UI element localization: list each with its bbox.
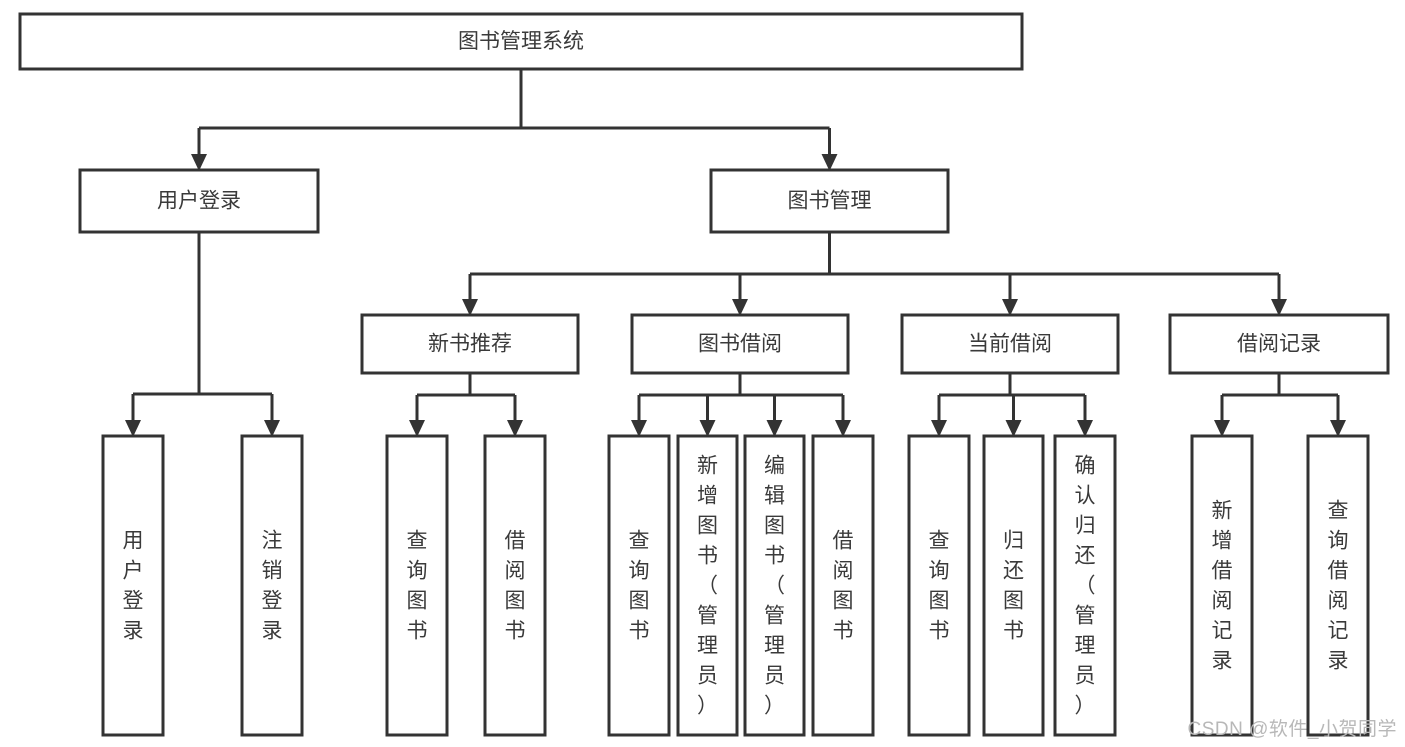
node-leaf-return-book-box [982,434,1045,737]
node-leaf-query-book-current-box [907,434,971,737]
edge-group-book-borrow [631,373,851,437]
arrow-head-icon [1077,420,1093,437]
node-leaf-edit-book-admin-box [743,434,806,737]
node-leaf-borrow-book-box [811,434,875,737]
arrow-head-icon [732,299,748,316]
node-leaf-add-borrow-record-box [1190,434,1254,737]
node-leaf-query-book-recommend-box [385,434,449,737]
node-leaf-edit-book-admin[interactable]: 编辑图书（管理员） [743,434,806,737]
arrow-head-icon [1271,299,1287,316]
arrow-head-icon [631,420,647,437]
node-leaf-query-book-recommend-label: 查询图书 [407,530,428,643]
node-leaf-confirm-return-admin[interactable]: 确认归还（管理员） [1053,434,1117,737]
node-leaf-add-book-admin-box [676,434,739,737]
node-leaf-edit-book-admin-label: 编辑图书（管理员） [764,455,785,718]
node-book-management-label: 图书管理 [788,190,872,213]
arrow-head-icon [821,154,838,171]
node-leaf-borrow-book[interactable]: 借阅图书 [811,434,875,737]
node-leaf-logout[interactable]: 注销登录 [240,434,304,737]
node-leaf-user-login[interactable]: 用户登录 [101,434,165,737]
edge-group-root [191,69,838,171]
node-book-management[interactable]: 图书管理 [709,168,950,234]
node-leaf-borrow-book-recommend-box [483,434,547,737]
node-user-login-box [78,168,320,234]
node-leaf-user-login-box [101,434,165,737]
node-new-book-recommend-label: 新书推荐 [428,333,512,356]
node-leaf-add-borrow-record[interactable]: 新增借阅记录 [1190,434,1254,737]
node-book-management-box [709,168,950,234]
arrow-head-icon [835,420,851,437]
arrow-head-icon [699,420,716,437]
node-root-box [18,12,1024,71]
node-leaf-logout-box [240,434,304,737]
arrow-head-icon [1214,420,1230,437]
node-leaf-query-borrow-record-label: 查询借阅记录 [1328,500,1349,673]
arrow-head-icon [507,420,523,437]
node-borrow-record-box [1168,313,1390,375]
node-leaf-query-borrow-record[interactable]: 查询借阅记录 [1306,434,1370,737]
node-leaf-borrow-book-recommend-label: 借阅图书 [505,530,526,643]
node-borrow-record-label: 借阅记录 [1237,333,1321,356]
arrow-head-icon [125,420,141,437]
connector-layer [125,69,1346,437]
node-leaf-add-borrow-record-label: 新增借阅记录 [1212,500,1233,673]
arrow-head-icon [1005,420,1022,437]
node-leaf-query-book-current-label: 查询图书 [929,530,950,643]
arrow-head-icon [1330,420,1346,437]
node-leaf-query-book-recommend[interactable]: 查询图书 [385,434,449,737]
node-book-borrow[interactable]: 图书借阅 [630,313,850,375]
edge-group-book-management [462,232,1287,316]
node-leaf-logout-label: 注销登录 [262,530,283,643]
node-borrow-record[interactable]: 借阅记录 [1168,313,1390,375]
node-leaf-query-book-borrow-box [607,434,671,737]
node-current-borrow-box [900,313,1120,375]
node-user-login[interactable]: 用户登录 [78,168,320,234]
node-leaf-confirm-return-admin-label: 确认归还（管理员） [1075,455,1096,718]
node-current-borrow[interactable]: 当前借阅 [900,313,1120,375]
edge-group-new-book-recommend [409,373,523,437]
node-leaf-return-book-label: 归还图书 [1003,530,1024,643]
arrow-head-icon [766,420,783,437]
arrow-head-icon [409,420,425,437]
node-user-login-label: 用户登录 [157,190,241,213]
node-root-label: 图书管理系统 [458,30,584,53]
node-leaf-query-book-current[interactable]: 查询图书 [907,434,971,737]
node-leaf-borrow-book-label: 借阅图书 [833,530,854,643]
arrow-head-icon [1002,299,1018,316]
node-book-borrow-label: 图书借阅 [698,333,782,356]
node-leaf-query-book-borrow-label: 查询图书 [629,530,650,643]
node-leaf-query-borrow-record-box [1306,434,1370,737]
arrow-head-icon [191,154,207,171]
node-leaf-return-book[interactable]: 归还图书 [982,434,1045,737]
node-leaf-user-login-label: 用户登录 [123,530,144,643]
arrow-head-icon [264,420,280,437]
arrow-head-icon [462,299,478,316]
edge-group-borrow-record [1214,373,1346,437]
edge-group-user-login [125,232,280,437]
node-layer: 图书管理系统用户登录图书管理新书推荐图书借阅当前借阅借阅记录用户登录注销登录查询… [18,12,1390,737]
node-new-book-recommend[interactable]: 新书推荐 [360,313,580,375]
node-root[interactable]: 图书管理系统 [18,12,1024,71]
node-leaf-add-book-admin[interactable]: 新增图书（管理员） [676,434,739,737]
node-leaf-add-book-admin-label: 新增图书（管理员） [697,455,718,718]
node-leaf-confirm-return-admin-box [1053,434,1117,737]
edge-group-current-borrow [931,373,1093,437]
arrow-head-icon [931,420,947,437]
node-leaf-borrow-book-recommend[interactable]: 借阅图书 [483,434,547,737]
node-leaf-query-book-borrow[interactable]: 查询图书 [607,434,671,737]
node-current-borrow-label: 当前借阅 [968,333,1052,356]
node-book-borrow-box [630,313,850,375]
node-new-book-recommend-box [360,313,580,375]
